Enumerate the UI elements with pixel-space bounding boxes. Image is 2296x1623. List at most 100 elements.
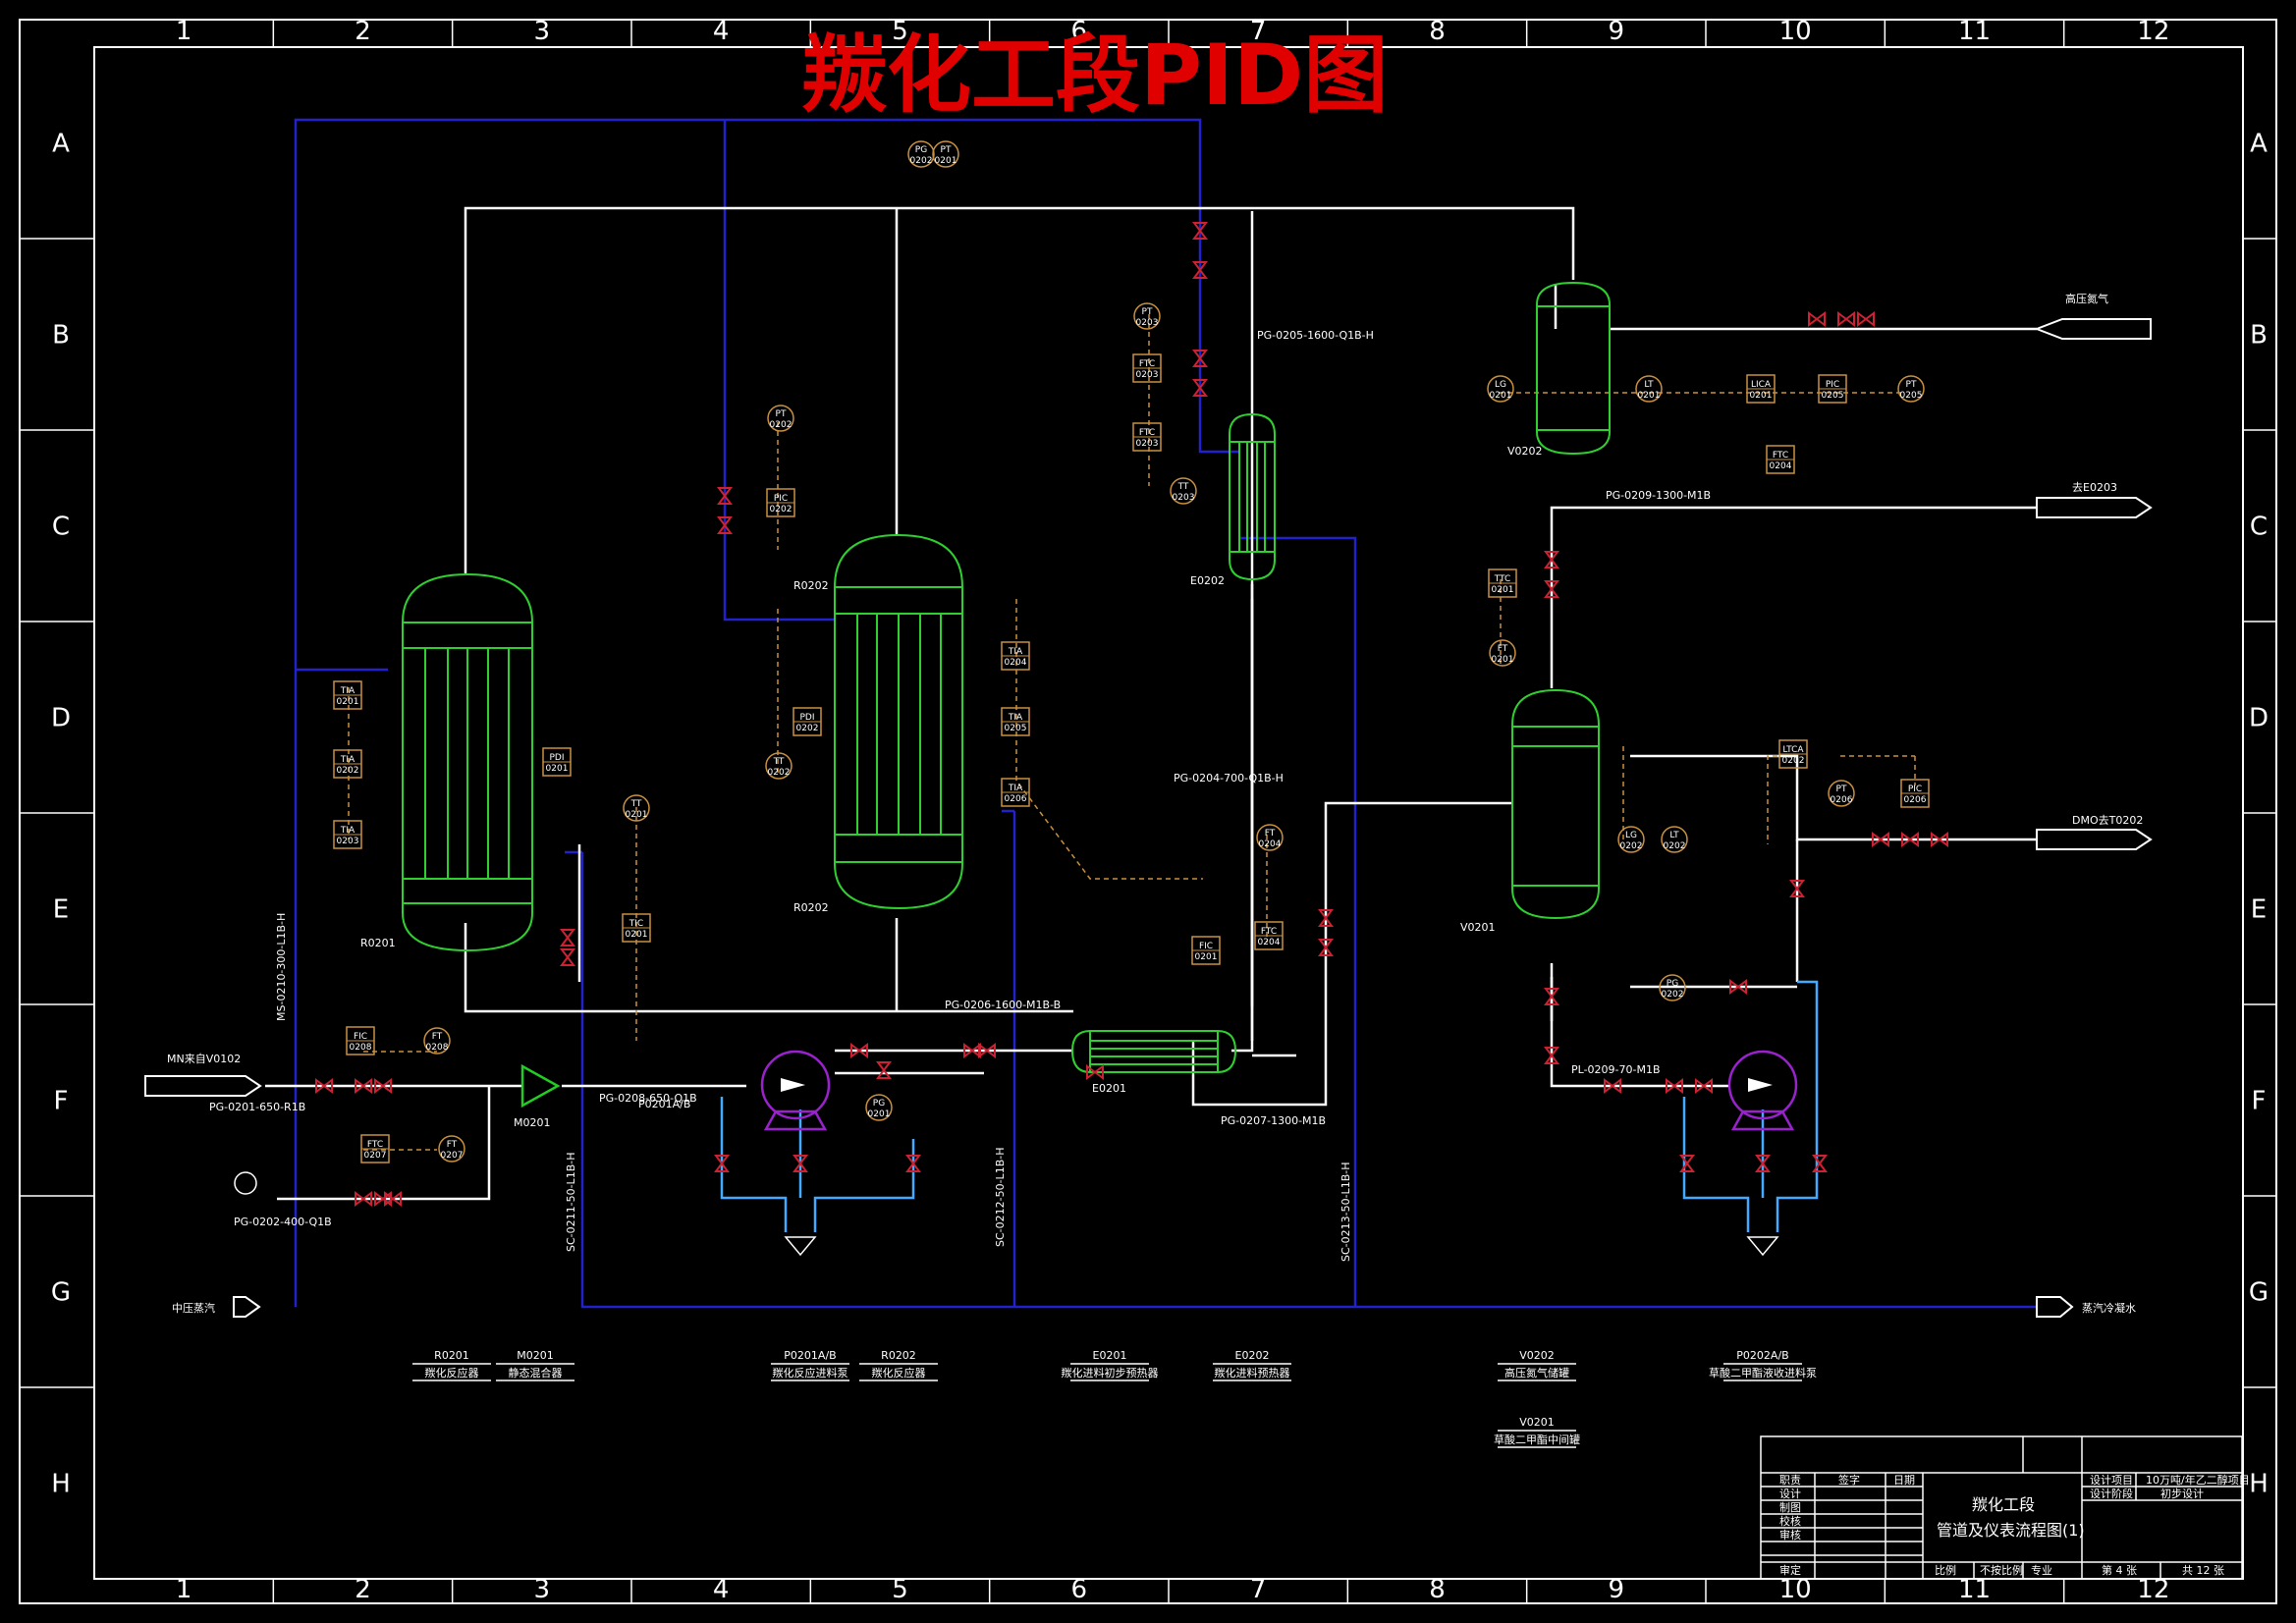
svg-text:TIA: TIA [1008, 647, 1023, 657]
tb-stage-value: 初步设计 [2160, 1487, 2204, 1500]
svg-text:羰化进料初步预热器: 羰化进料初步预热器 [1062, 1366, 1159, 1380]
line-label: PL-0209-70-M1B [1571, 1063, 1661, 1076]
line-label: PG-0209-1300-M1B [1606, 489, 1711, 502]
svg-text:PDI: PDI [549, 753, 564, 763]
svg-text:0201: 0201 [1492, 655, 1514, 665]
outer-frame [19, 19, 2277, 1604]
valves [315, 222, 1948, 1207]
flag-dmo-out [2036, 829, 2153, 850]
svg-text:V0201: V0201 [1519, 1416, 1555, 1429]
grid-col-label: 1 [176, 17, 192, 46]
grid-col-label: 5 [892, 17, 908, 46]
svg-text:PIC: PIC [1826, 380, 1839, 390]
svg-text:羰化反应进料泵: 羰化反应进料泵 [773, 1366, 848, 1380]
svg-text:TIA: TIA [1008, 784, 1023, 793]
grid-row-label: E [53, 895, 69, 925]
vessel-v0202 [1536, 281, 1611, 456]
stream-mp-steam: 中压蒸汽 [172, 1301, 215, 1315]
tb-drawing-title-1: 羰化工段 [1972, 1495, 2035, 1514]
line-label: MS-0210-300-L1B-H [275, 913, 288, 1021]
equipment-legend: R0201羰化反应器M0201静态混合器P0201A/B羰化反应进料泵R0202… [412, 1349, 1817, 1448]
svg-text:0202: 0202 [1620, 841, 1643, 851]
svg-text:0205: 0205 [1822, 391, 1844, 401]
tag-r0202: R0202 [793, 901, 829, 914]
pump-p0201 [760, 1050, 831, 1131]
svg-text:FT: FT [432, 1032, 443, 1042]
grid-col-label: 3 [534, 17, 551, 46]
svg-text:0201: 0201 [1492, 585, 1514, 595]
svg-text:0202: 0202 [770, 420, 793, 430]
svg-text:LICA: LICA [1751, 380, 1772, 390]
grid-col-label: 11 [1958, 1575, 1991, 1604]
svg-text:PIC: PIC [774, 494, 788, 504]
svg-text:TIC: TIC [629, 919, 643, 929]
svg-text:0204: 0204 [1770, 461, 1792, 471]
svg-text:高压氮气储罐: 高压氮气储罐 [1504, 1366, 1569, 1380]
svg-text:FT: FT [1265, 829, 1276, 839]
svg-text:0204: 0204 [1005, 658, 1027, 668]
tag-e0201: E0201 [1092, 1082, 1126, 1095]
grid-row-label: F [2252, 1087, 2267, 1116]
svg-text:TTC: TTC [1494, 574, 1511, 584]
svg-text:0202: 0202 [770, 505, 793, 514]
tb-sheet: 第 4 张 [2102, 1563, 2137, 1577]
svg-text:0205: 0205 [1005, 724, 1027, 733]
svg-text:0203: 0203 [1173, 493, 1195, 503]
svg-text:E0201: E0201 [1093, 1349, 1127, 1362]
grid-row-label: G [2249, 1278, 2269, 1308]
line-label: PG-0202-400-Q1B [234, 1216, 332, 1228]
svg-text:0207: 0207 [364, 1151, 387, 1161]
svg-text:PT: PT [1906, 380, 1917, 390]
svg-text:0202: 0202 [1664, 841, 1686, 851]
svg-text:PG: PG [915, 145, 927, 155]
line-label: PG-0201-650-R1B [209, 1101, 305, 1113]
process-lines [265, 206, 2037, 1201]
line-label: PG-0207-1300-M1B [1221, 1114, 1326, 1127]
svg-text:0202: 0202 [796, 724, 819, 733]
steam-lines [294, 118, 2037, 1309]
stream-dmo-out: DMO去T0202 [2072, 814, 2143, 827]
svg-text:R0202: R0202 [881, 1349, 916, 1362]
svg-text:PDI: PDI [799, 713, 814, 723]
svg-text:P0202A/B: P0202A/B [1736, 1349, 1788, 1362]
svg-text:E0202: E0202 [1235, 1349, 1270, 1362]
page-title: 羰化工段PID图 [802, 27, 1388, 125]
flag-to-e0203 [2036, 497, 2153, 518]
tb-stage-label: 设计阶段 [2090, 1487, 2133, 1500]
svg-text:0202: 0202 [1782, 756, 1805, 766]
svg-text:M0201: M0201 [517, 1349, 554, 1362]
flag-hp-nitrogen [2034, 318, 2152, 340]
svg-text:TT: TT [773, 757, 785, 767]
grid-col-label: 3 [534, 1575, 551, 1604]
grid-col-label: 1 [176, 1575, 192, 1604]
grid-col-label: 8 [1429, 1575, 1446, 1604]
reactor-r0202 [834, 533, 963, 910]
stream-hp-nitrogen: 高压氮气 [2065, 292, 2108, 305]
svg-text:羰化反应器: 羰化反应器 [872, 1366, 926, 1380]
grid-col-label: 5 [892, 1575, 908, 1604]
exchanger-e0201 [1070, 1030, 1237, 1073]
svg-text:TIA: TIA [1008, 713, 1023, 723]
svg-text:0208: 0208 [426, 1043, 449, 1053]
